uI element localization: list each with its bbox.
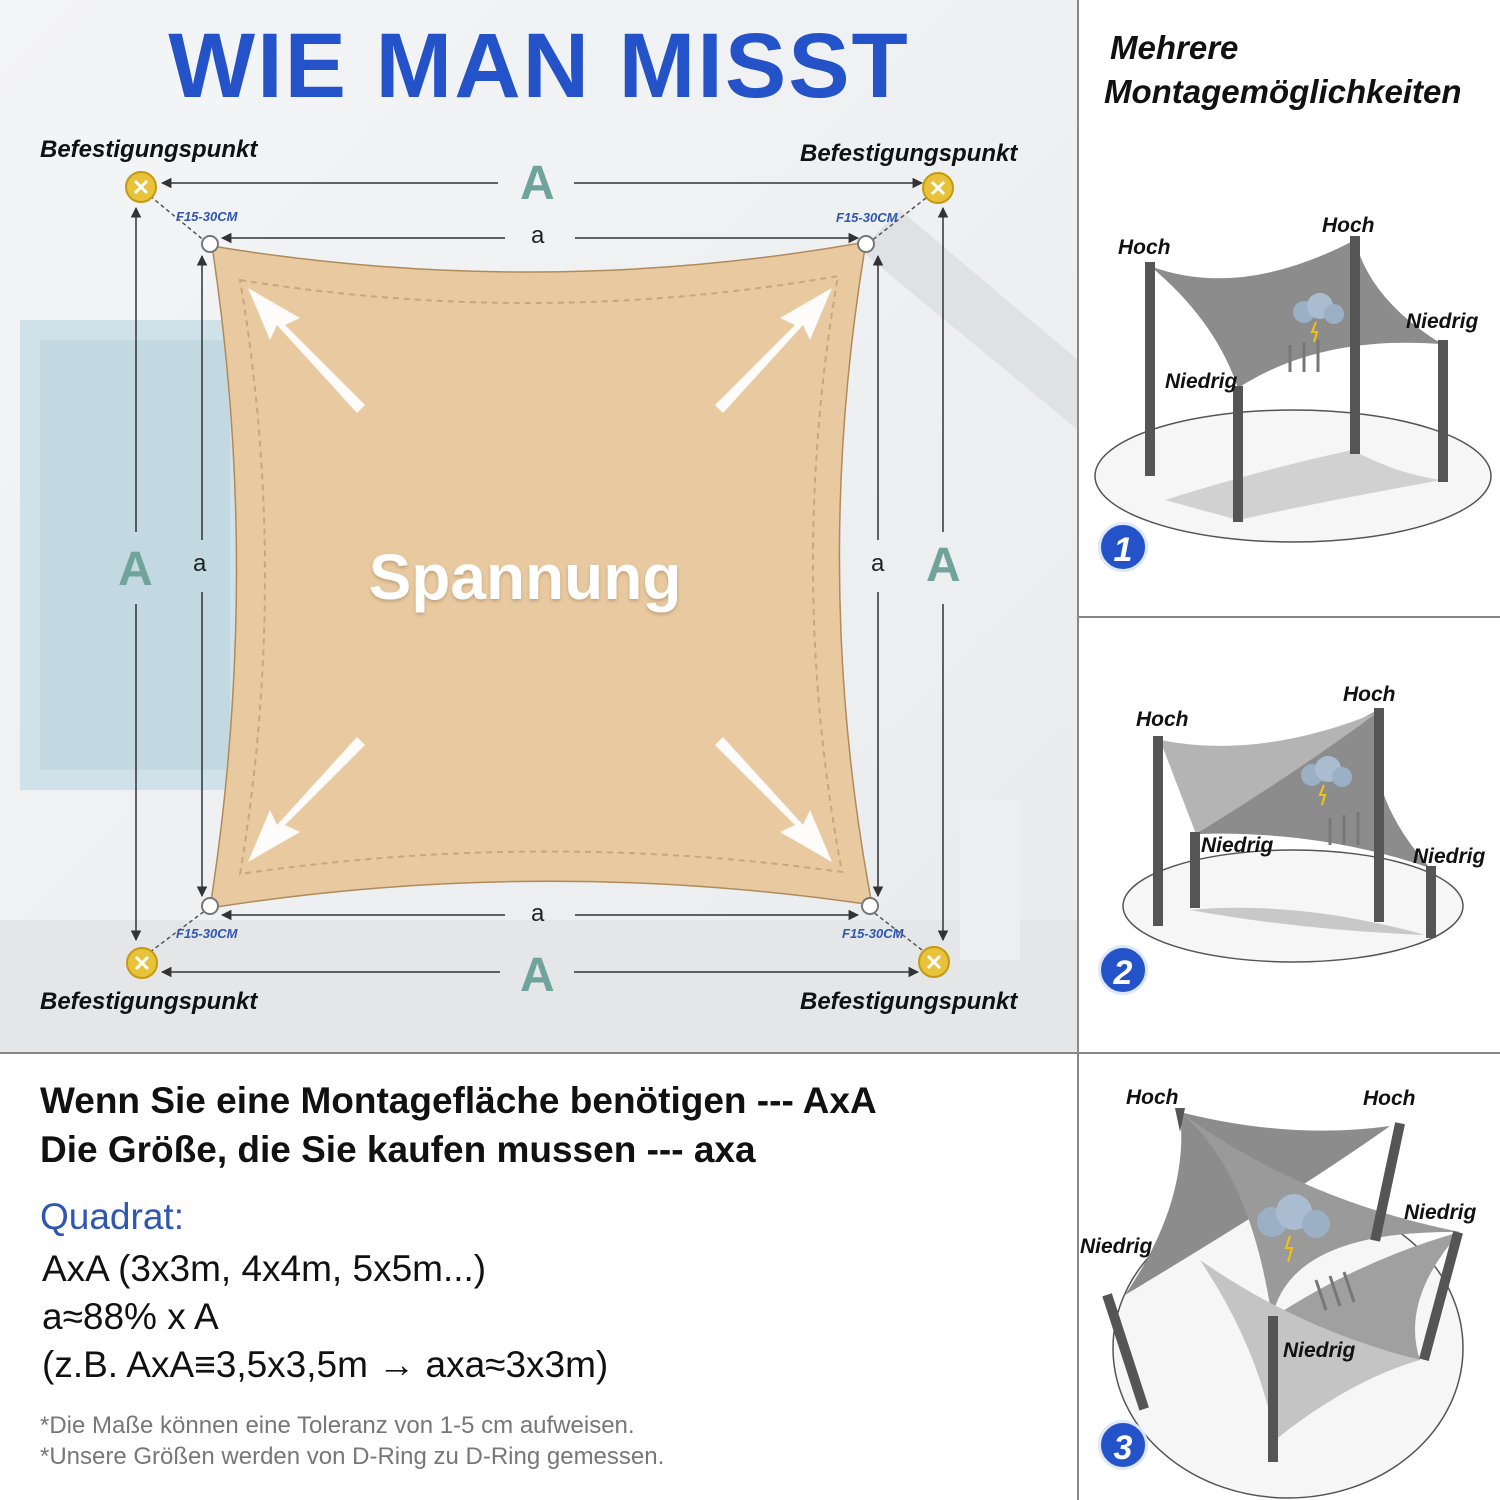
fixpoint-label-bottom-right: Befestigungspunkt <box>800 988 1018 1015</box>
ring-distance-label-bottom-left: F15-30CM <box>176 926 238 941</box>
option-3-label-niedrig-center: Niedrig <box>1283 1339 1356 1362</box>
dimension-label-left-a: a <box>193 550 207 577</box>
cross-anchor-icon <box>126 947 158 979</box>
dimension-label-right-a: a <box>871 550 885 577</box>
option-3-label-niedrig-right: Niedrig <box>1404 1201 1477 1224</box>
option-1-label-niedrig-right: Niedrig <box>1406 310 1479 333</box>
info-purchase-size: Die Größe, die Sie kaufen mussen --- axa <box>40 1129 756 1170</box>
d-ring-icon <box>861 897 879 915</box>
d-ring-icon <box>201 235 219 253</box>
mounting-options-title-line-1: Mehrere <box>1110 29 1239 66</box>
example-sizes: AxA (3x3m, 4x4m, 5x5m...) <box>42 1248 487 1289</box>
fixpoint-label-top-left: Befestigungspunkt <box>40 136 258 163</box>
d-ring-icon <box>201 897 219 915</box>
option-1-label-niedrig-left: Niedrig <box>1165 370 1238 393</box>
size-example: (z.B. AxA≡3,5x3,5m → axa≈3x3m) <box>42 1344 609 1385</box>
ring-distance-label-top-left: F15-30CM <box>176 209 238 224</box>
roof-beam <box>860 210 1078 430</box>
tension-arrows <box>248 288 832 862</box>
option-1-label-hoch-left: Hoch <box>1118 236 1171 259</box>
anchor-connectors <box>149 195 927 953</box>
option-3-illustration <box>1102 1108 1464 1499</box>
tension-arrow-icon <box>248 288 365 413</box>
storm-cloud-icon <box>1293 293 1344 343</box>
option-2-badge: 2 <box>1098 945 1148 995</box>
mounting-options-title-line-2: Montagemöglichkeiten <box>1104 73 1462 110</box>
dimension-label-left-A: A <box>118 543 153 596</box>
storm-cloud-icon <box>1257 1194 1330 1263</box>
option-1-badge: 1 <box>1098 522 1148 572</box>
option-3-label-hoch-right: Hoch <box>1363 1087 1416 1110</box>
dimension-label-bottom-a: a <box>531 900 545 927</box>
page-title: WIE MAN MISST <box>168 15 910 117</box>
ring-distance-label-top-right: F15-30CM <box>836 210 898 225</box>
storm-cloud-icon <box>1301 756 1352 806</box>
wind-arrow-icon <box>1288 340 1320 372</box>
option-3-badge: 3 <box>1098 1420 1148 1470</box>
dimension-label-top-a: a <box>531 222 545 249</box>
tension-arrow-icon <box>248 737 365 862</box>
option-3-label-niedrig-left: Niedrig <box>1080 1235 1153 1258</box>
tension-arrow-icon <box>715 288 832 413</box>
patio-floor <box>0 920 1078 1053</box>
option-2-illustration <box>1122 708 1464 963</box>
option-1-label-hoch-right: Hoch <box>1322 214 1375 237</box>
ring-distance-label-bottom-right: F15-30CM <box>842 926 904 941</box>
tolerance-note: *Die Maße können eine Toleranz von 1-5 c… <box>40 1412 635 1439</box>
d-ring-icon <box>857 235 875 253</box>
anchors <box>125 171 954 979</box>
mounting-options-title: Mehrere Montagemöglichkeiten <box>1104 26 1494 114</box>
option-2-label-hoch-left: Hoch <box>1136 708 1189 731</box>
wind-arrow-icon <box>1314 1271 1356 1311</box>
cross-anchor-icon <box>918 946 950 978</box>
window-glass <box>40 340 230 770</box>
measurement-note: *Unsere Größen werden von D-Ring zu D-Ri… <box>40 1443 665 1470</box>
option-2-label-niedrig-right: Niedrig <box>1413 845 1486 868</box>
cross-anchor-icon <box>125 171 157 203</box>
size-ratio: a≈88% x A <box>42 1296 219 1337</box>
cross-anchor-icon <box>922 172 954 204</box>
option-1-illustration <box>1094 236 1492 543</box>
option-2-label-hoch-right: Hoch <box>1343 683 1396 706</box>
fixpoint-label-top-right: Befestigungspunkt <box>800 140 1018 167</box>
sail-tension-label: Spannung <box>368 541 682 613</box>
wind-arrow-icon <box>1328 812 1360 845</box>
sail-seam <box>238 274 844 876</box>
info-mounting-area: Wenn Sie eine Montagefläche benötigen --… <box>40 1080 877 1121</box>
d-rings <box>201 235 879 915</box>
option-2-label-niedrig-left: Niedrig <box>1201 834 1274 857</box>
option-3-label-hoch-left: Hoch <box>1126 1086 1179 1109</box>
tension-arrow-icon <box>715 737 832 862</box>
shape-heading: Quadrat: <box>40 1196 184 1237</box>
fixpoint-label-bottom-left: Befestigungspunkt <box>40 988 258 1015</box>
dimension-label-top-A: A <box>520 157 555 210</box>
dimension-label-right-A: A <box>926 539 961 592</box>
dimension-label-bottom-A: A <box>520 949 555 1002</box>
patio-chair <box>960 800 1020 960</box>
